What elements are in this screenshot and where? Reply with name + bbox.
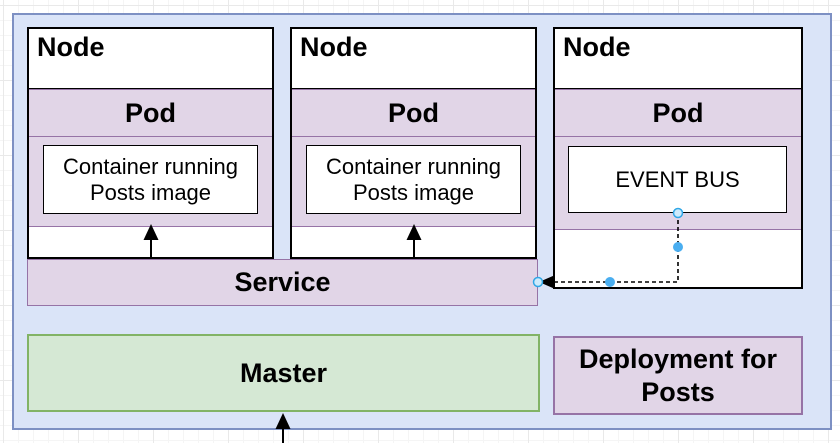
node-1-bottom-area[interactable] [29,227,272,257]
deployment-label-line: Posts [641,376,715,407]
node-3-bottom-area[interactable] [555,230,801,287]
node-2-pod-title: Pod [292,90,535,137]
node-2-title: Node [292,29,535,89]
node-3-pod-body[interactable]: EVENT BUS [555,137,801,229]
service-box[interactable]: Service [27,259,538,306]
event-bus-label: EVENT BUS [615,166,740,192]
node-2-bottom-area[interactable] [292,227,535,257]
node-1[interactable]: Node Pod Container running Posts image [27,27,274,259]
node-2-pod[interactable]: Pod Container running Posts image [292,89,535,227]
node-1-pod-body[interactable]: Container running Posts image [29,137,272,226]
master-box[interactable]: Master [27,334,540,412]
event-bus-box[interactable]: EVENT BUS [568,146,787,213]
node-2-container-box[interactable]: Container running Posts image [306,145,521,214]
container-label-line: Posts image [352,179,475,205]
container-label-line: Posts image [89,179,212,205]
node-2-pod-body[interactable]: Container running Posts image [292,137,535,226]
node-1-container-box[interactable]: Container running Posts image [43,145,258,214]
node-1-pod-title: Pod [29,90,272,137]
node-3-pod-title: Pod [555,90,801,137]
node-3[interactable]: Node Pod EVENT BUS [553,27,803,289]
service-label: Service [234,267,331,297]
node-1-title: Node [29,29,272,89]
container-label-line: Container running [63,153,238,179]
node-3-pod[interactable]: Pod EVENT BUS [555,89,801,230]
master-label: Master [239,357,328,388]
deployment-box[interactable]: Deployment for Posts [553,336,803,415]
node-2[interactable]: Node Pod Container running Posts image [290,27,537,259]
node-1-pod[interactable]: Pod Container running Posts image [29,89,272,227]
node-3-title: Node [555,29,801,89]
container-label-line: Container running [326,153,501,179]
deployment-label-line: Deployment for [578,343,778,374]
